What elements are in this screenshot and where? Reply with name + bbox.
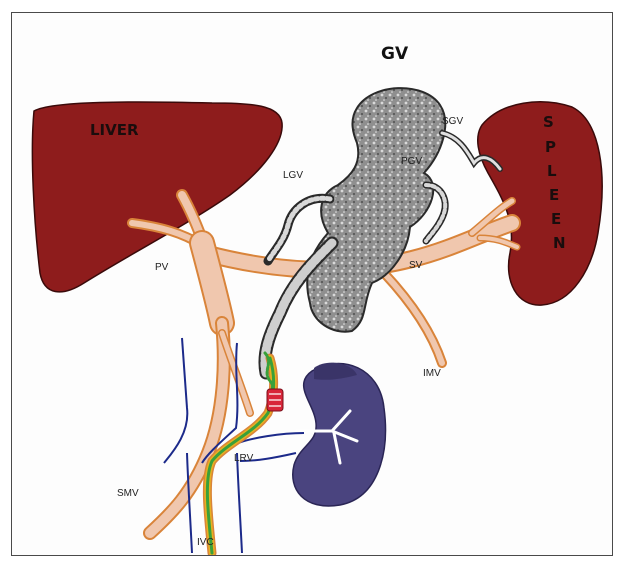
svg-text:E: E: [549, 186, 559, 204]
coil-plug: [267, 389, 283, 411]
svg-text:N: N: [553, 234, 566, 252]
liver-label: LIVER: [90, 121, 139, 139]
sgv-label: SGV: [442, 116, 463, 127]
lgv-label: LGV: [283, 170, 303, 181]
ivc-label: IVC: [197, 537, 214, 548]
diagram-frame: LIVER S P L E E N: [11, 12, 613, 556]
pv-label: PV: [155, 262, 169, 273]
svg-text:L: L: [547, 162, 557, 180]
gv-title: GV: [381, 44, 409, 64]
anatomy-diagram: LIVER S P L E E N: [12, 13, 612, 555]
imv-label: IMV: [423, 368, 441, 379]
svg-text:S: S: [543, 113, 554, 131]
pgv-label: PGV: [401, 156, 422, 167]
lrv-label: LRV: [234, 453, 254, 464]
gastric-varices: [265, 88, 500, 373]
svg-text:E: E: [551, 210, 561, 228]
svg-text:P: P: [545, 138, 556, 156]
smv-label: SMV: [117, 488, 139, 499]
spleen: [478, 102, 602, 305]
sv-label: SV: [409, 260, 423, 271]
